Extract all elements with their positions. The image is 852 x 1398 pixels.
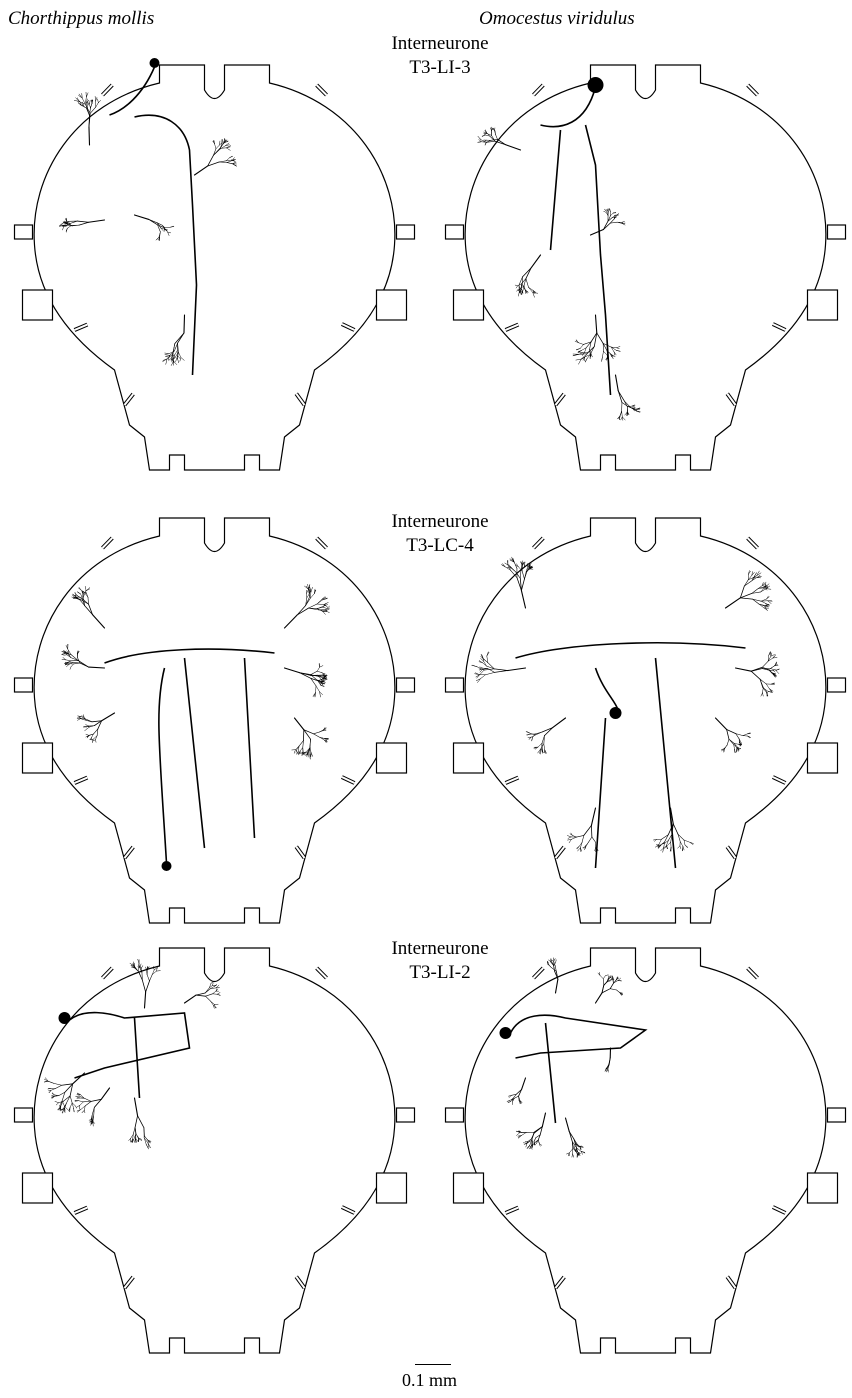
ganglion-panel-r3-right xyxy=(443,938,848,1358)
ganglion-panel-r1-left xyxy=(12,55,417,475)
ganglion-panel-r2-left xyxy=(12,508,417,928)
scale-bar xyxy=(415,1364,451,1365)
species-label-left: Chorthippus mollis xyxy=(8,8,154,30)
ganglion-panel-r1-right xyxy=(443,55,848,475)
species-label-right: Omocestus viridulus xyxy=(479,8,635,30)
ganglion-panel-r3-left xyxy=(12,938,417,1358)
ganglion-panel-r2-right xyxy=(443,508,848,928)
row-1-line-1: Interneurone xyxy=(360,32,520,56)
scale-bar-label: 0.1 mm xyxy=(402,1370,457,1391)
